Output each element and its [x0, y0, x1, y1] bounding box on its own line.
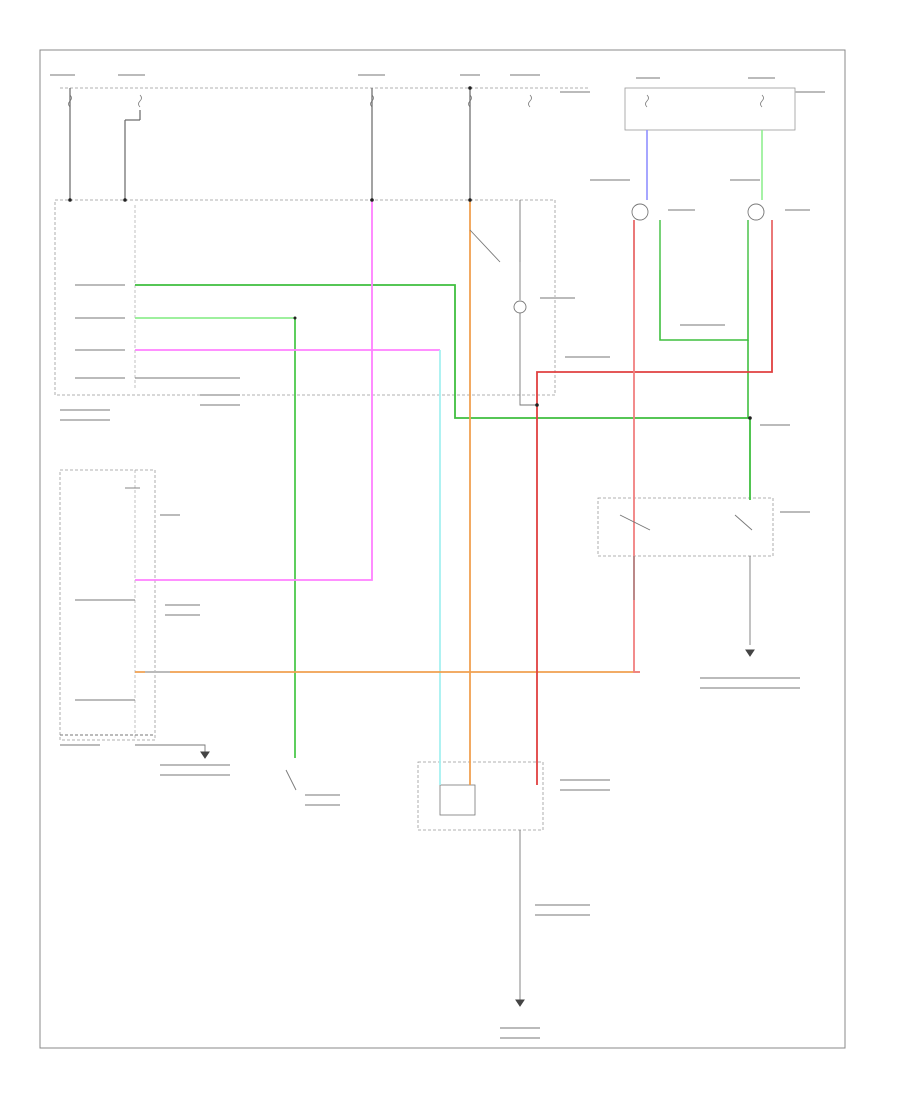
inner-grey-wires [60, 200, 753, 1000]
ground-bottom [515, 999, 525, 1007]
indicator-lamp [513, 300, 527, 314]
wire-green-headlamp [659, 270, 749, 341]
fuse-2-symbol [138, 94, 142, 108]
flash-relay-coil [439, 784, 476, 816]
module-box [54, 199, 556, 396]
fuse-5-symbol [528, 94, 532, 108]
flash-relay-box [417, 761, 544, 831]
fuse-6-symbol [645, 94, 649, 108]
splice-points [68, 86, 752, 420]
ground-right [745, 649, 755, 657]
fuse-7-symbol [760, 94, 764, 108]
headlamp-switch-box [59, 469, 156, 741]
wire-pink-vertical [135, 200, 373, 581]
fuse-box-right [624, 87, 796, 131]
right-headlamp-bulb [747, 203, 765, 221]
wire-pink-red [633, 270, 640, 673]
headlamp-relay-box [597, 497, 774, 557]
diagram-frame [39, 49, 846, 1049]
wire-light-green [135, 317, 296, 758]
left-headlamp-bulb [631, 203, 649, 221]
label-placeholders [50, 74, 825, 1039]
headlamp-lead-wires [633, 220, 773, 270]
wire-red-relay [536, 270, 773, 785]
ground-symbols [200, 649, 755, 1007]
ground-left [200, 751, 210, 759]
fuse-group [68, 94, 764, 108]
wire-green-main [135, 284, 751, 500]
